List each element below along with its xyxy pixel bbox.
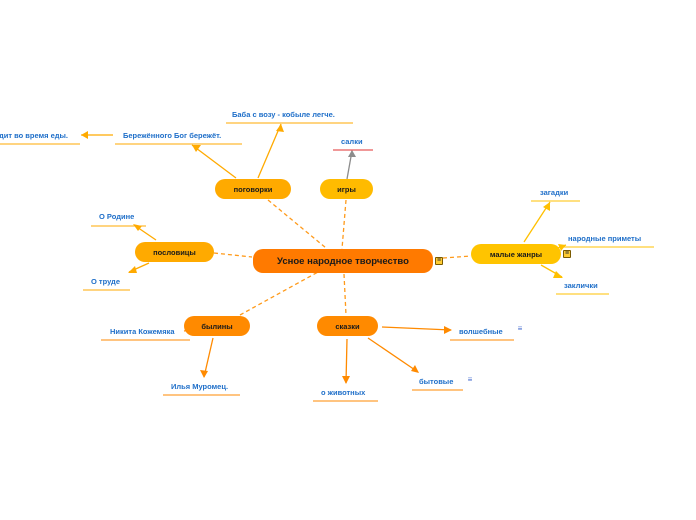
link-pogovorki-berezhenogo [191, 144, 237, 179]
arrowhead [543, 202, 550, 211]
leaf-o-zhivotnyh[interactable]: о животных [321, 388, 366, 397]
branch-byliny[interactable]: былины [184, 316, 250, 336]
leaf-zagadki[interactable]: загадки [540, 188, 569, 197]
arrowhead [192, 145, 201, 152]
branch-skazki[interactable]: сказки [317, 316, 378, 336]
branch-igry[interactable]: игры [320, 179, 373, 199]
leaf-ilya[interactable]: Илья Муромец. [171, 382, 229, 391]
branch-malye-zhanry-label: малые жанры [489, 249, 543, 259]
arrowhead [200, 370, 208, 378]
link-central-poslovitsy [213, 252, 253, 258]
central-topic[interactable]: Усное народное творчество [253, 249, 433, 273]
link-skazki-volshebnye [381, 326, 452, 331]
link-central-igry [341, 199, 347, 250]
link-skazki-zhivotnyh [345, 338, 348, 384]
leaf-o-trude[interactable]: О труде [91, 277, 120, 286]
branch-igry-label: игры [337, 184, 356, 194]
arrowhead [411, 365, 419, 373]
arrowhead [348, 150, 356, 157]
link-central-byliny [239, 271, 319, 316]
leaf-narodnye-primety[interactable]: народные приметы [568, 234, 642, 243]
list-icon[interactable]: ≡ [467, 375, 473, 384]
leaf-salki[interactable]: салки [341, 137, 363, 146]
link-pogovorki-baba [257, 123, 282, 179]
link-malye-zagadki [523, 201, 551, 243]
list-icon[interactable]: ≡ [517, 324, 523, 333]
link-byliny-ilya [203, 337, 214, 378]
note-icon[interactable]: ≡ [435, 257, 443, 265]
leaf-nikita[interactable]: Никита Кожемяка [110, 327, 175, 336]
link-skazki-bytovye [367, 337, 419, 373]
leaf-bytovye[interactable]: бытовые [419, 377, 454, 386]
leaf-apetit[interactable]: дит во время еды. [0, 131, 68, 140]
arrowhead [128, 266, 137, 273]
branch-malye-zhanry[interactable]: малые жанры [471, 244, 561, 264]
central-topic-label: Усное народное творчество [277, 255, 409, 267]
leaf-zaklichki[interactable]: заклички [564, 281, 598, 290]
arrowhead [444, 326, 452, 334]
leaf-volshebnye[interactable]: волшебные [459, 327, 503, 336]
branch-pogovorki[interactable]: поговорки [215, 179, 291, 199]
branch-byliny-label: былины [201, 321, 233, 331]
link-central-malye-zhanry [442, 255, 472, 259]
arrowhead [342, 376, 350, 384]
arrowhead [276, 124, 284, 132]
leaf-berezhenogo[interactable]: Бережённого Бог бережёт. [123, 131, 222, 140]
arrowhead [553, 271, 563, 278]
leaf-baba[interactable]: Баба с возу - кобыле легче. [232, 110, 335, 119]
leaf-o-rodine[interactable]: О Родине [99, 212, 135, 221]
branch-skazki-label: сказки [335, 321, 360, 331]
arrowhead [81, 131, 88, 139]
branch-pogovorki-label: поговорки [233, 184, 273, 194]
link-central-skazki [343, 273, 347, 316]
branch-poslovitsy-label: пословицы [153, 247, 196, 257]
note-icon[interactable]: ≡ [563, 250, 571, 258]
branch-poslovitsy[interactable]: пословицы [135, 242, 214, 262]
link-central-pogovorki [267, 199, 327, 249]
